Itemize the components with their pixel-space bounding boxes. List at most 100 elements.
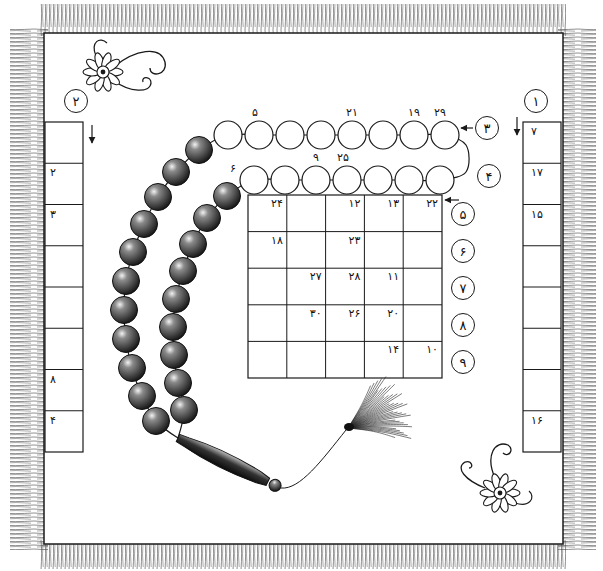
dark-bead: [113, 268, 140, 295]
circled-number: ۶: [451, 239, 475, 263]
grid-rule: [248, 231, 442, 232]
fringe: [40, 4, 566, 36]
white-bead: [276, 121, 304, 149]
circled-number: ۷: [451, 276, 475, 300]
number-label: ۱۷: [531, 167, 543, 178]
white-bead: [426, 166, 454, 194]
dark-bead: [143, 408, 170, 435]
number-label: ۱۰: [426, 344, 438, 355]
number-label: ۲۶: [349, 308, 361, 319]
dark-bead: [163, 159, 190, 186]
prayer-beads: [111, 121, 470, 495]
number-label: ۸: [50, 374, 56, 385]
dark-bead: [120, 239, 147, 266]
number-label: ۱۴: [387, 344, 399, 355]
node-number: ۴: [486, 170, 493, 183]
number-label: ۲۱: [346, 107, 358, 118]
pointer-arrows: [92, 117, 517, 200]
bead-thread: [124, 134, 469, 438]
white-bead: [240, 166, 268, 194]
column-rule: [523, 163, 561, 164]
column-rule: [523, 410, 561, 411]
flower: [83, 52, 123, 93]
dark-bead: [186, 137, 213, 164]
node-number: ۱: [533, 95, 540, 108]
white-bead: [214, 121, 242, 149]
column-frame: [45, 122, 83, 452]
number-label: ۲: [50, 167, 56, 178]
number-column: [45, 122, 561, 452]
number-label: ۱۹: [408, 107, 420, 118]
fringe: [10, 28, 48, 550]
dark-bead: [131, 211, 158, 238]
tassel: [348, 394, 397, 428]
grid-rule: [248, 304, 442, 305]
circled-number: ۵: [451, 202, 475, 226]
column-rule: [523, 287, 561, 288]
white-bead: [338, 121, 366, 149]
circled-number: ۴: [477, 164, 501, 188]
tassel: [348, 428, 411, 438]
white-bead: [431, 121, 459, 149]
column-rule: [45, 163, 83, 164]
dark-bead: [161, 342, 188, 369]
dark-bead: [129, 383, 156, 410]
rug-border: [44, 33, 563, 544]
tassel-knot: [344, 423, 354, 431]
column-rule: [45, 245, 83, 246]
white-bead: [307, 121, 335, 149]
bead-tail: [175, 431, 284, 495]
flower-ornament: [83, 40, 532, 513]
dark-bead: [170, 258, 197, 285]
number-label: ۱۶: [531, 415, 543, 426]
tassel: [348, 428, 395, 438]
circled-number: ۹: [451, 350, 475, 374]
node-number: ۲: [73, 95, 80, 108]
circled-number: ۲: [64, 89, 88, 113]
number-label: ۵: [252, 107, 258, 118]
white-bead: [364, 166, 392, 194]
column-frame: [523, 122, 561, 452]
node-number: ۹: [460, 356, 467, 369]
node-number: ۸: [460, 319, 467, 332]
number-grid: [248, 195, 442, 378]
circled-number: ۱: [524, 89, 548, 113]
node-number: ۳: [484, 122, 491, 135]
white-bead: [271, 166, 299, 194]
dark-bead: [119, 355, 146, 382]
dark-bead: [145, 184, 172, 211]
number-label: ۴: [50, 415, 56, 426]
grid-frame: [248, 195, 442, 378]
grid-rule: [403, 195, 404, 378]
number-label: ۳۰: [310, 308, 322, 319]
white-bead: [302, 166, 330, 194]
node-number: ۵: [460, 208, 467, 221]
column-rule: [523, 245, 561, 246]
number-label: ۲۳: [349, 235, 361, 246]
circled-number: ۸: [451, 313, 475, 337]
column-rule: [45, 328, 83, 329]
number-label: ۳: [50, 209, 56, 220]
number-label: ۲۴: [271, 198, 283, 209]
node-number: ۷: [460, 282, 467, 295]
column-rule: [45, 369, 83, 370]
dark-bead: [180, 231, 207, 258]
number-label: ۲۹: [434, 107, 446, 118]
grid-rule: [248, 268, 442, 269]
grid-rule: [325, 195, 326, 378]
number-label: ۹: [313, 152, 319, 163]
column-rule: [523, 204, 561, 205]
number-label: ۱۳: [387, 198, 399, 209]
white-bead: [333, 166, 361, 194]
number-label: ۲۲: [426, 198, 438, 209]
number-label: ۲۷: [310, 271, 322, 282]
number-label: ۲۸: [349, 271, 361, 282]
white-bead: [400, 121, 428, 149]
column-rule: [523, 369, 561, 370]
white-bead: [245, 121, 273, 149]
column-rule: [45, 204, 83, 205]
dark-bead: [163, 286, 190, 313]
dark-bead: [165, 370, 192, 397]
